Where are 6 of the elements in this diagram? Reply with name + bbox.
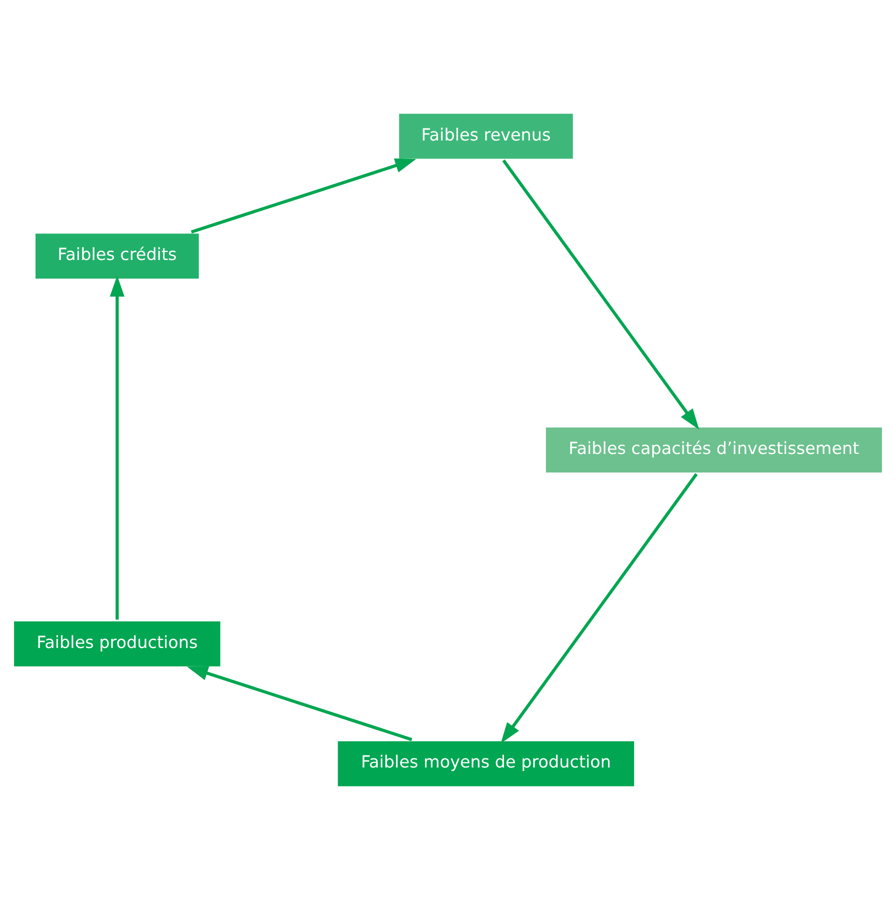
arrow (502, 159, 700, 430)
arrow (187, 666, 412, 742)
arrow (500, 473, 698, 744)
arrow (190, 158, 416, 234)
node-box: Faibles moyens de production (334, 738, 638, 790)
arrow (110, 276, 125, 620)
